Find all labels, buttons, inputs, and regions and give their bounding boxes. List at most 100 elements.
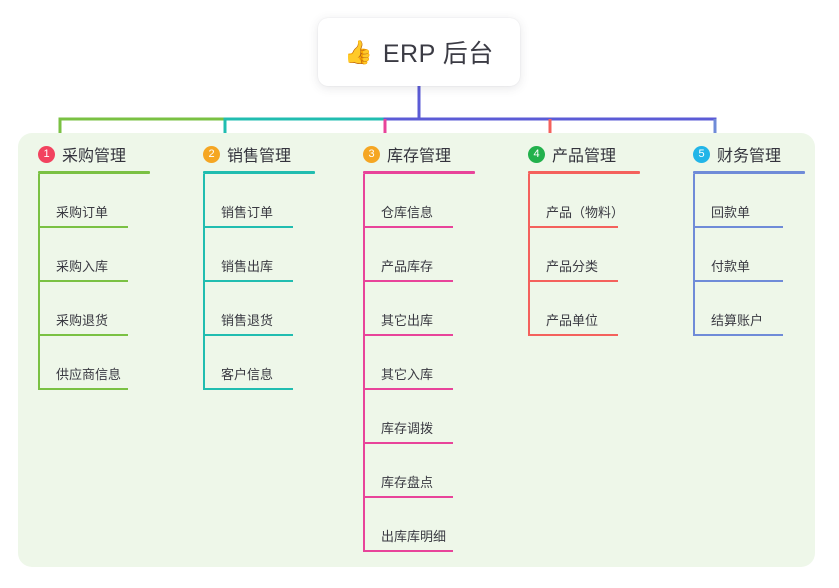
branch-number-badge: 3 [363, 145, 380, 163]
branch-item[interactable]: 库存调拨 [363, 390, 507, 444]
branch-item-label: 结算账户 [711, 313, 764, 328]
branch-item[interactable]: 采购订单 [38, 174, 182, 228]
branch-item[interactable]: 结算账户 [693, 282, 837, 336]
branch-item-underline [693, 226, 783, 228]
branch-item-label: 采购订单 [56, 205, 109, 220]
branch-spine [203, 174, 205, 390]
branch-title: 采购管理 [62, 148, 127, 165]
branch-item-label: 产品单位 [546, 313, 599, 328]
branch-item-underline [528, 280, 618, 282]
branch-column-4: 4 产品管理产品（物料） 产品分类产品单位 [512, 141, 672, 336]
branch-item-list: 产品（物料） 产品分类产品单位 [528, 174, 672, 336]
branch-item-underline [363, 442, 453, 444]
branch-item-underline [38, 280, 128, 282]
branch-item-label: 仓库信息 [381, 205, 434, 220]
branch-item[interactable]: 其它入库 [363, 336, 507, 390]
branch-item-underline [363, 496, 453, 498]
branch-underline [203, 171, 315, 174]
branch-spine [528, 174, 530, 336]
branch-item[interactable]: 出库库明细 [363, 498, 507, 552]
branch-number-badge: 1 [38, 145, 55, 163]
branch-item[interactable]: 销售订单 [203, 174, 347, 228]
branch-item[interactable]: 采购入库 [38, 228, 182, 282]
branch-item-label: 产品（物料） [546, 205, 625, 220]
branch-header-2[interactable]: 2 销售管理 [187, 141, 347, 167]
branch-item-label: 付款单 [711, 259, 751, 274]
branch-item-label: 销售订单 [221, 205, 274, 220]
branch-title: 产品管理 [552, 148, 617, 165]
branch-spine [693, 174, 695, 336]
branch-item-underline [203, 388, 293, 390]
branch-item-label: 产品分类 [546, 259, 599, 274]
branch-item-underline [363, 550, 453, 552]
branch-underline [528, 171, 640, 174]
branch-number-badge: 2 [203, 145, 220, 163]
branch-underline [38, 171, 150, 174]
branch-underline [693, 171, 805, 174]
branch-item-underline [363, 388, 453, 390]
branch-item[interactable]: 销售出库 [203, 228, 347, 282]
branch-item-underline [363, 334, 453, 336]
branch-header-1[interactable]: 1 采购管理 [22, 141, 182, 167]
branch-item[interactable]: 回款单 [693, 174, 837, 228]
branch-title: 库存管理 [387, 148, 452, 165]
root-node[interactable]: 👍 ERP 后台 [318, 18, 520, 86]
branch-item[interactable]: 产品单位 [528, 282, 672, 336]
branch-item-label: 销售退货 [221, 313, 274, 328]
branch-item-label: 出库库明细 [381, 529, 447, 544]
branch-item-underline [693, 280, 783, 282]
branch-item-underline [693, 334, 783, 336]
branch-spine [38, 174, 40, 390]
branch-item-underline [203, 280, 293, 282]
branch-item-label: 采购入库 [56, 259, 109, 274]
branches-panel [18, 133, 815, 567]
branch-item[interactable]: 仓库信息 [363, 174, 507, 228]
branch-item-underline [38, 226, 128, 228]
branch-item-underline [38, 334, 128, 336]
branch-title: 财务管理 [717, 148, 782, 165]
branch-item[interactable]: 付款单 [693, 228, 837, 282]
branch-header-4[interactable]: 4 产品管理 [512, 141, 672, 167]
branch-spine [363, 174, 365, 552]
branch-item-label: 库存调拨 [381, 421, 434, 436]
branch-item-label: 销售出库 [221, 259, 274, 274]
branch-item[interactable]: 其它出库 [363, 282, 507, 336]
branch-item-label: 供应商信息 [56, 367, 122, 382]
branch-item-underline [203, 226, 293, 228]
branch-item[interactable]: 客户信息 [203, 336, 347, 390]
root-title: ERP 后台 [382, 40, 494, 68]
branch-number-badge: 4 [528, 145, 545, 163]
branch-item-label: 采购退货 [56, 313, 109, 328]
branch-item-list: 回款单付款单结算账户 [693, 174, 837, 336]
branch-item[interactable]: 供应商信息 [38, 336, 182, 390]
branch-item-underline [528, 334, 618, 336]
branch-item[interactable]: 采购退货 [38, 282, 182, 336]
thumbs-up-icon: 👍 [344, 38, 373, 65]
branch-column-1: 1 采购管理采购订单采购入库采购退货供应商信息 [22, 141, 182, 390]
branch-item-list: 仓库信息产品库存其它出库其它入库库存调拨库存盘点出库库明细 [363, 174, 507, 552]
branch-item-label: 产品库存 [381, 259, 434, 274]
branch-item-label: 回款单 [711, 205, 751, 220]
branch-title: 销售管理 [227, 148, 292, 165]
branch-item[interactable]: 产品（物料） [528, 174, 672, 228]
branch-item[interactable]: 产品库存 [363, 228, 507, 282]
branch-column-3: 3 库存管理仓库信息产品库存其它出库其它入库库存调拨库存盘点出库库明细 [347, 141, 507, 552]
branch-column-2: 2 销售管理销售订单销售出库销售退货客户信息 [187, 141, 347, 390]
branch-underline [363, 171, 475, 174]
branch-item-list: 销售订单销售出库销售退货客户信息 [203, 174, 347, 390]
branch-item-label: 客户信息 [221, 367, 274, 382]
branch-item[interactable]: 库存盘点 [363, 444, 507, 498]
branch-item[interactable]: 销售退货 [203, 282, 347, 336]
branch-item-underline [528, 226, 618, 228]
branch-item[interactable]: 产品分类 [528, 228, 672, 282]
branch-item-list: 采购订单采购入库采购退货供应商信息 [38, 174, 182, 390]
branch-item-underline [203, 334, 293, 336]
branch-header-3[interactable]: 3 库存管理 [347, 141, 507, 167]
branch-item-label: 库存盘点 [381, 475, 434, 490]
branch-item-underline [38, 388, 128, 390]
branch-item-label: 其它出库 [381, 313, 434, 328]
branch-item-underline [363, 280, 453, 282]
